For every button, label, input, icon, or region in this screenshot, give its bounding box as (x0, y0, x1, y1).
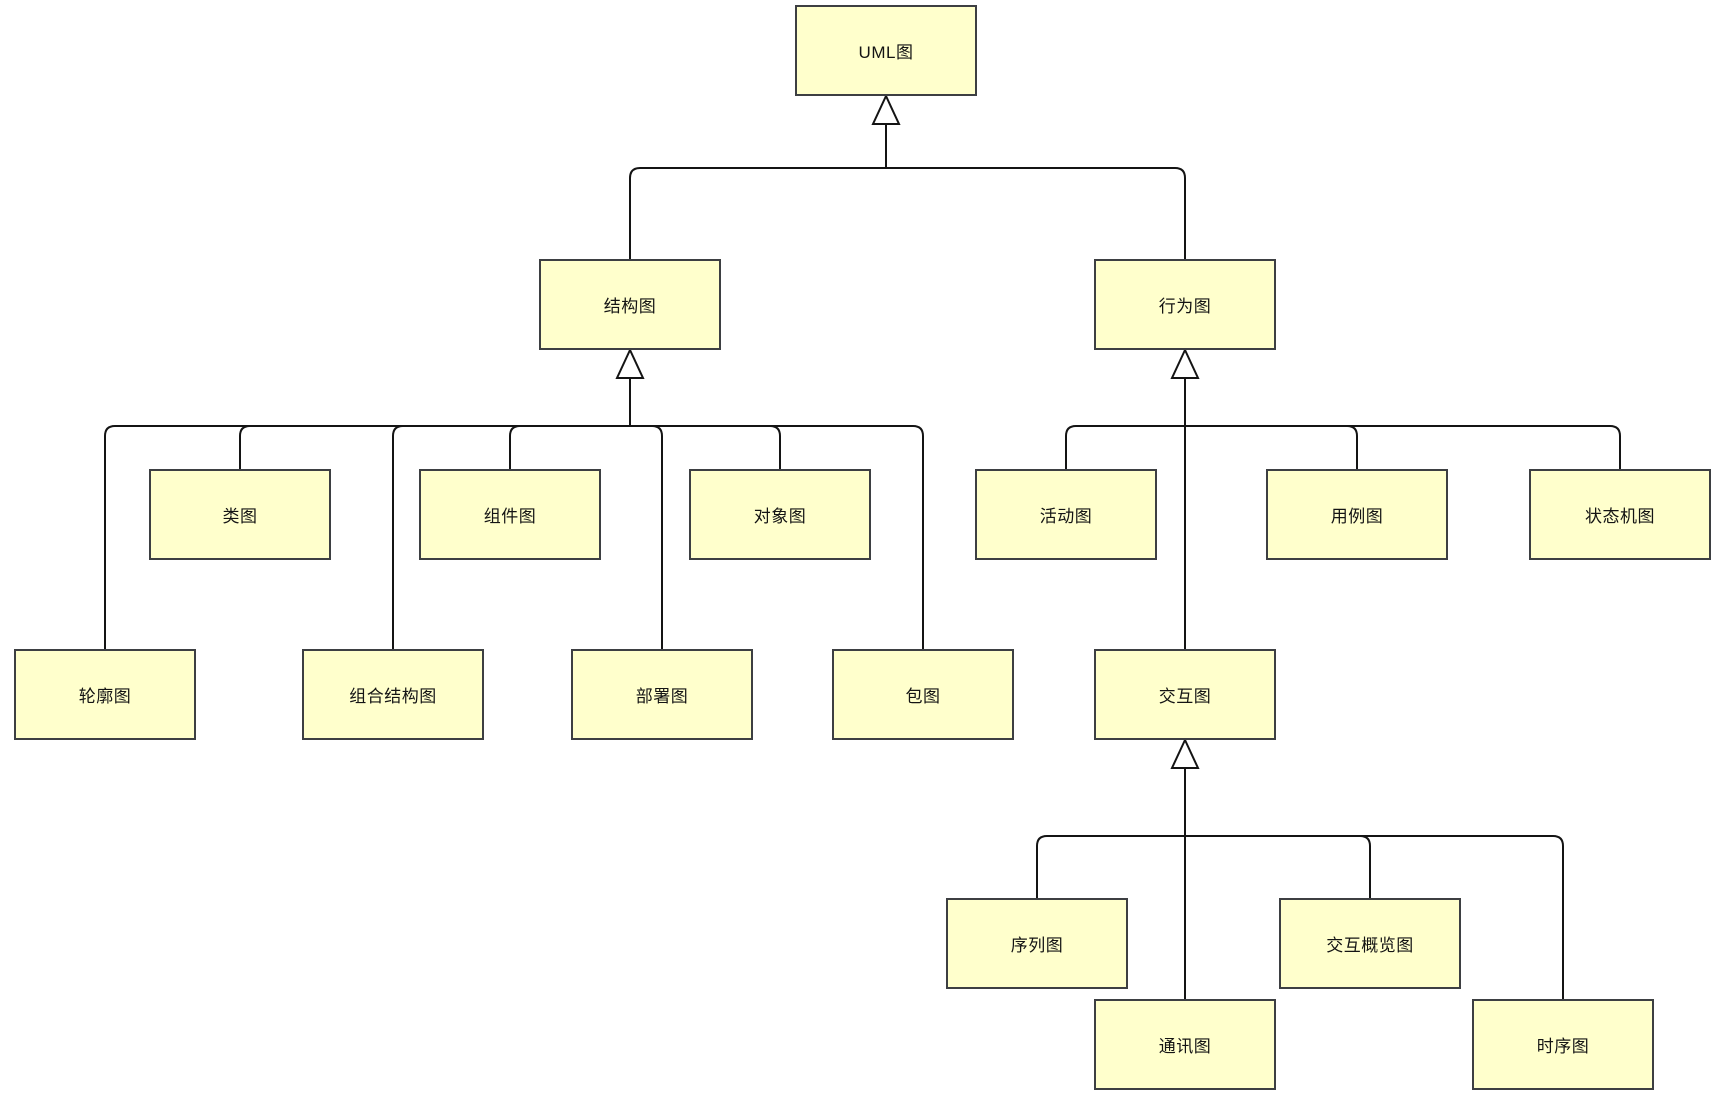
node-usecase[interactable]: 用例图 (1266, 469, 1448, 560)
edge-component-to-structure (509, 425, 630, 469)
edge-sequence-to-interaction (1036, 835, 1185, 898)
node-label-sequence: 序列图 (1010, 936, 1064, 955)
node-label-composite: 组合结构图 (349, 687, 437, 706)
edge-interactionoverview-to-interaction (1185, 835, 1371, 898)
generalization-triangle-icon (1170, 737, 1200, 769)
edge-activity-to-behavior (1065, 425, 1185, 469)
node-object[interactable]: 对象图 (689, 469, 871, 560)
node-package[interactable]: 包图 (832, 649, 1014, 740)
node-label-interaction: 交互图 (1158, 687, 1212, 706)
node-deployment[interactable]: 部署图 (571, 649, 753, 740)
edge-behavior-to-uml (886, 167, 1186, 259)
node-label-component: 组件图 (483, 507, 537, 526)
node-label-behavior: 行为图 (1158, 297, 1212, 316)
edge-timing-to-interaction (1185, 835, 1564, 999)
edge-usecase-to-behavior (1185, 425, 1358, 469)
edge-object-to-structure (630, 425, 781, 469)
node-label-communication: 通讯图 (1158, 1037, 1212, 1056)
node-label-interactionoverview: 交互概览图 (1326, 936, 1414, 955)
node-behavior[interactable]: 行为图 (1094, 259, 1276, 350)
node-label-uml: UML图 (858, 43, 914, 62)
edge-composite-to-structure (392, 425, 630, 649)
node-label-activity: 活动图 (1039, 507, 1093, 526)
node-composite[interactable]: 组合结构图 (302, 649, 484, 740)
node-label-package: 包图 (905, 687, 941, 706)
edge-statemachine-to-behavior (1185, 425, 1621, 469)
edge-profile-to-structure (104, 425, 630, 649)
node-structure[interactable]: 结构图 (539, 259, 721, 350)
edge-deployment-to-structure (630, 425, 663, 649)
node-label-deployment: 部署图 (635, 687, 689, 706)
node-component[interactable]: 组件图 (419, 469, 601, 560)
node-label-timing: 时序图 (1536, 1037, 1590, 1056)
node-label-statemachine: 状态机图 (1585, 507, 1655, 526)
node-interaction[interactable]: 交互图 (1094, 649, 1276, 740)
edge-class-to-structure (239, 425, 630, 469)
node-interactionoverview[interactable]: 交互概览图 (1279, 898, 1461, 989)
node-label-class: 类图 (222, 507, 258, 526)
node-class[interactable]: 类图 (149, 469, 331, 560)
node-statemachine[interactable]: 状态机图 (1529, 469, 1711, 560)
node-label-usecase: 用例图 (1330, 507, 1384, 526)
generalization-triangle-icon (615, 347, 645, 379)
node-communication[interactable]: 通讯图 (1094, 999, 1276, 1090)
generalization-triangle-icon (1170, 347, 1200, 379)
node-uml[interactable]: UML图 (795, 5, 977, 96)
node-label-structure: 结构图 (603, 297, 657, 316)
edge-structure-to-uml (629, 167, 886, 259)
generalization-triangle-icon (871, 93, 901, 125)
node-timing[interactable]: 时序图 (1472, 999, 1654, 1090)
node-sequence[interactable]: 序列图 (946, 898, 1128, 989)
node-activity[interactable]: 活动图 (975, 469, 1157, 560)
node-label-object: 对象图 (753, 507, 807, 526)
node-label-profile: 轮廓图 (78, 687, 132, 706)
node-profile[interactable]: 轮廓图 (14, 649, 196, 740)
edge-package-to-structure (630, 425, 924, 649)
